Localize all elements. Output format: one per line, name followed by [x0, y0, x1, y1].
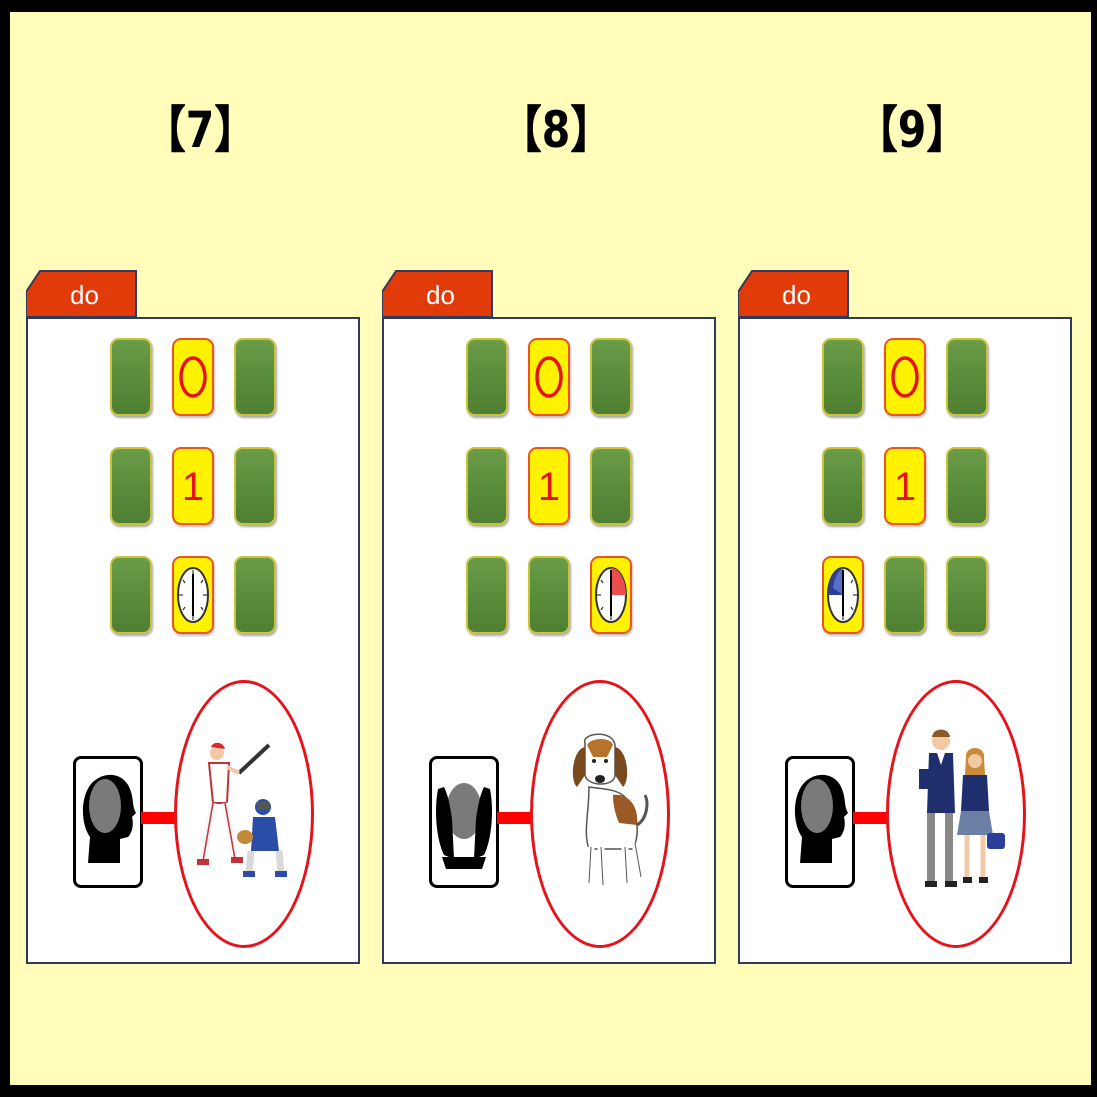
- tile-number: 1: [181, 465, 205, 509]
- tile-grid-box: 1: [382, 317, 716, 669]
- circle-icon: [179, 356, 207, 398]
- picture-oval[interactable]: [174, 680, 314, 948]
- green-tile[interactable]: [466, 556, 508, 634]
- circle-icon: [535, 356, 563, 398]
- panel-7: do 1: [26, 270, 360, 966]
- heading-7: 【7】: [144, 101, 256, 159]
- connector-line: [497, 812, 533, 824]
- head-silhouette-icon: [82, 774, 136, 863]
- clock-icon: [177, 567, 209, 623]
- head-silhouette-icon: [794, 774, 848, 863]
- tile-grid-box: 1: [738, 317, 1072, 669]
- connector-line: [141, 812, 177, 824]
- clock-red-quarter-icon: [595, 567, 627, 623]
- picture-oval[interactable]: [886, 680, 1026, 948]
- green-tile[interactable]: [822, 338, 864, 416]
- heading-9: 【9】: [856, 101, 968, 159]
- green-tile[interactable]: [590, 447, 632, 525]
- clock-tile[interactable]: [590, 556, 632, 634]
- picture-oval[interactable]: [530, 680, 670, 948]
- tile-grid-box: 1: [26, 317, 360, 669]
- tile-number: 1: [537, 465, 561, 509]
- clock-tile[interactable]: [822, 556, 864, 634]
- green-tile[interactable]: [234, 338, 276, 416]
- green-tile[interactable]: [884, 556, 926, 634]
- number-tile[interactable]: 1: [172, 447, 214, 525]
- head-card[interactable]: [73, 756, 143, 888]
- tile-number: 1: [893, 465, 917, 509]
- association-box: [382, 666, 716, 964]
- circle-tile[interactable]: [528, 338, 570, 416]
- panel-8: do 1: [382, 270, 716, 966]
- clock-tile[interactable]: [172, 556, 214, 634]
- green-tile[interactable]: [528, 556, 570, 634]
- circle-tile[interactable]: [884, 338, 926, 416]
- tab-do[interactable]: do: [26, 270, 138, 318]
- number-tile[interactable]: 1: [884, 447, 926, 525]
- green-tile[interactable]: [234, 556, 276, 634]
- green-tile[interactable]: [110, 338, 152, 416]
- green-tile[interactable]: [466, 338, 508, 416]
- tab-label: do: [70, 280, 99, 310]
- circle-tile[interactable]: [172, 338, 214, 416]
- heading-8: 【8】: [500, 101, 612, 159]
- green-tile[interactable]: [110, 447, 152, 525]
- green-tile[interactable]: [946, 556, 988, 634]
- head-card[interactable]: [429, 756, 499, 888]
- connector-line: [853, 812, 889, 824]
- tab-do[interactable]: do: [738, 270, 850, 318]
- number-tile[interactable]: 1: [528, 447, 570, 525]
- canvas: 【7】 【8】 【9】 do 1: [10, 12, 1091, 1085]
- head-card[interactable]: [785, 756, 855, 888]
- circle-icon: [891, 356, 919, 398]
- tab-do[interactable]: do: [382, 270, 494, 318]
- association-box: [26, 666, 360, 964]
- panel-9: do 1: [738, 270, 1072, 966]
- tab-label: do: [426, 280, 455, 310]
- green-tile[interactable]: [822, 447, 864, 525]
- green-tile[interactable]: [234, 447, 276, 525]
- baseball-players-illustration: [197, 742, 287, 877]
- clock-blue-quarter-icon: [827, 567, 859, 623]
- green-tile[interactable]: [946, 338, 988, 416]
- green-tile[interactable]: [466, 447, 508, 525]
- association-box: [738, 666, 1072, 964]
- students-illustration: [919, 729, 1005, 887]
- beagle-dog-illustration: [572, 733, 649, 886]
- green-tile[interactable]: [590, 338, 632, 416]
- head-with-hands-icon: [436, 783, 492, 869]
- green-tile[interactable]: [946, 447, 988, 525]
- tab-label: do: [782, 280, 811, 310]
- green-tile[interactable]: [110, 556, 152, 634]
